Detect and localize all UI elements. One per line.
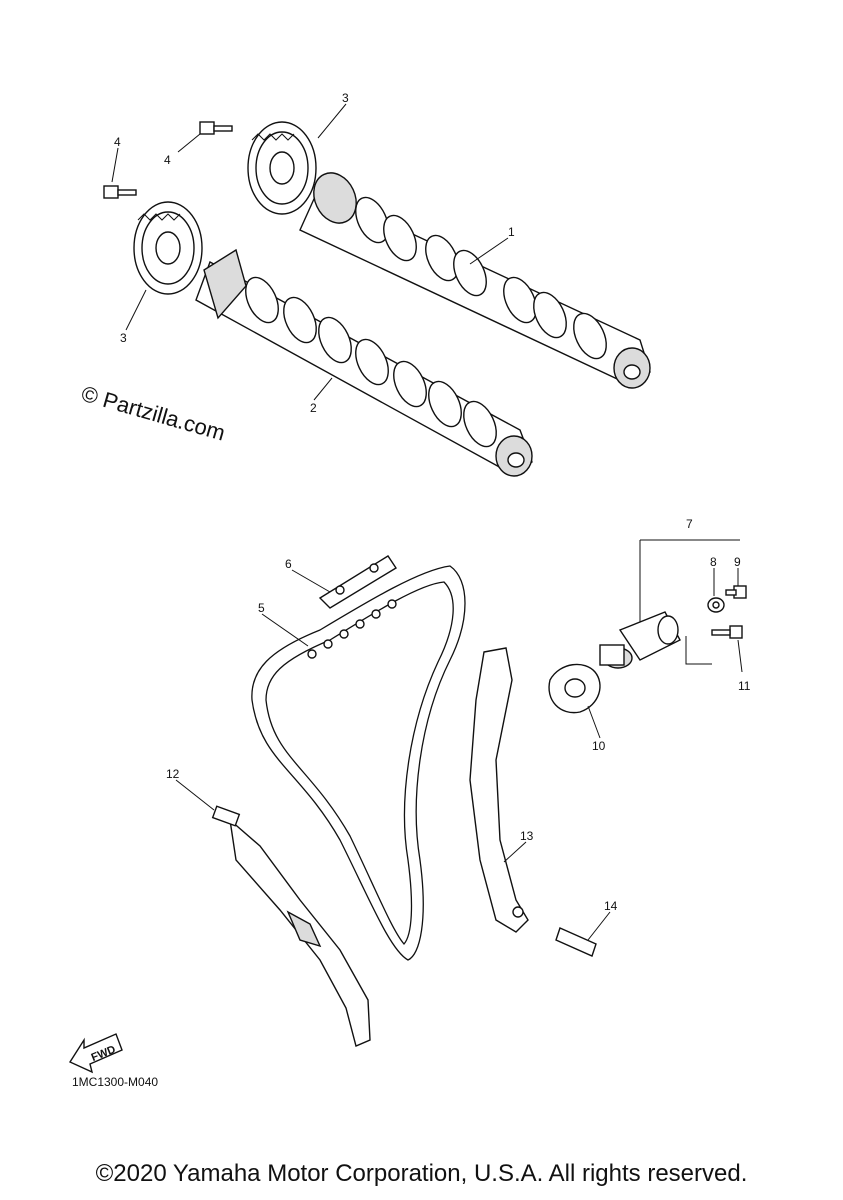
callout-13: 13 <box>520 829 534 843</box>
cam-chain[interactable] <box>251 565 466 961</box>
callout-8: 8 <box>710 555 717 569</box>
tensioner-gasket[interactable] <box>548 663 601 714</box>
copyright-notice: ©2020 Yamaha Motor Corporation, U.S.A. A… <box>95 1160 748 1187</box>
callout-2: 2 <box>310 401 317 415</box>
callout-1: 1 <box>508 225 515 239</box>
camshaft-intake[interactable] <box>299 166 651 389</box>
camshaft-exhaust[interactable] <box>195 248 533 477</box>
cam-sprocket-lower[interactable] <box>133 201 203 295</box>
tensioner-washer[interactable] <box>707 597 725 613</box>
cam-sprocket-upper[interactable] <box>247 121 317 215</box>
callout-4-lower: 4 <box>114 135 121 149</box>
callout-14: 14 <box>604 899 618 913</box>
chain-tensioner[interactable] <box>599 611 681 669</box>
callout-3-upper: 3 <box>342 91 349 105</box>
sprocket-bolt-lower[interactable] <box>103 185 137 199</box>
leader-lines <box>111 103 743 941</box>
sprocket-bolt-upper[interactable] <box>199 121 233 135</box>
callout-5: 5 <box>258 601 265 615</box>
tensioner-bolt[interactable] <box>711 625 743 639</box>
chain-guide-top[interactable] <box>318 555 397 609</box>
callout-10: 10 <box>592 739 606 753</box>
tensioner-cap-bolt[interactable] <box>725 585 747 599</box>
watermark: © Partzilla.com <box>79 381 228 446</box>
callout-11: 11 <box>738 679 751 693</box>
diagram-code: 1MC1300-M040 <box>72 1075 158 1089</box>
callout-3-lower: 3 <box>120 331 127 345</box>
guide-pin[interactable] <box>555 927 597 957</box>
callout-4-upper: 4 <box>164 153 171 167</box>
callout-6: 6 <box>285 557 292 571</box>
chain-guide-exhaust[interactable] <box>211 805 371 1047</box>
chain-guide-intake[interactable] <box>469 647 529 933</box>
fwd-arrow-icon: FWD <box>68 1033 123 1074</box>
callout-12: 12 <box>166 767 180 781</box>
callout-9: 9 <box>734 555 741 569</box>
callout-7: 7 <box>686 517 693 531</box>
